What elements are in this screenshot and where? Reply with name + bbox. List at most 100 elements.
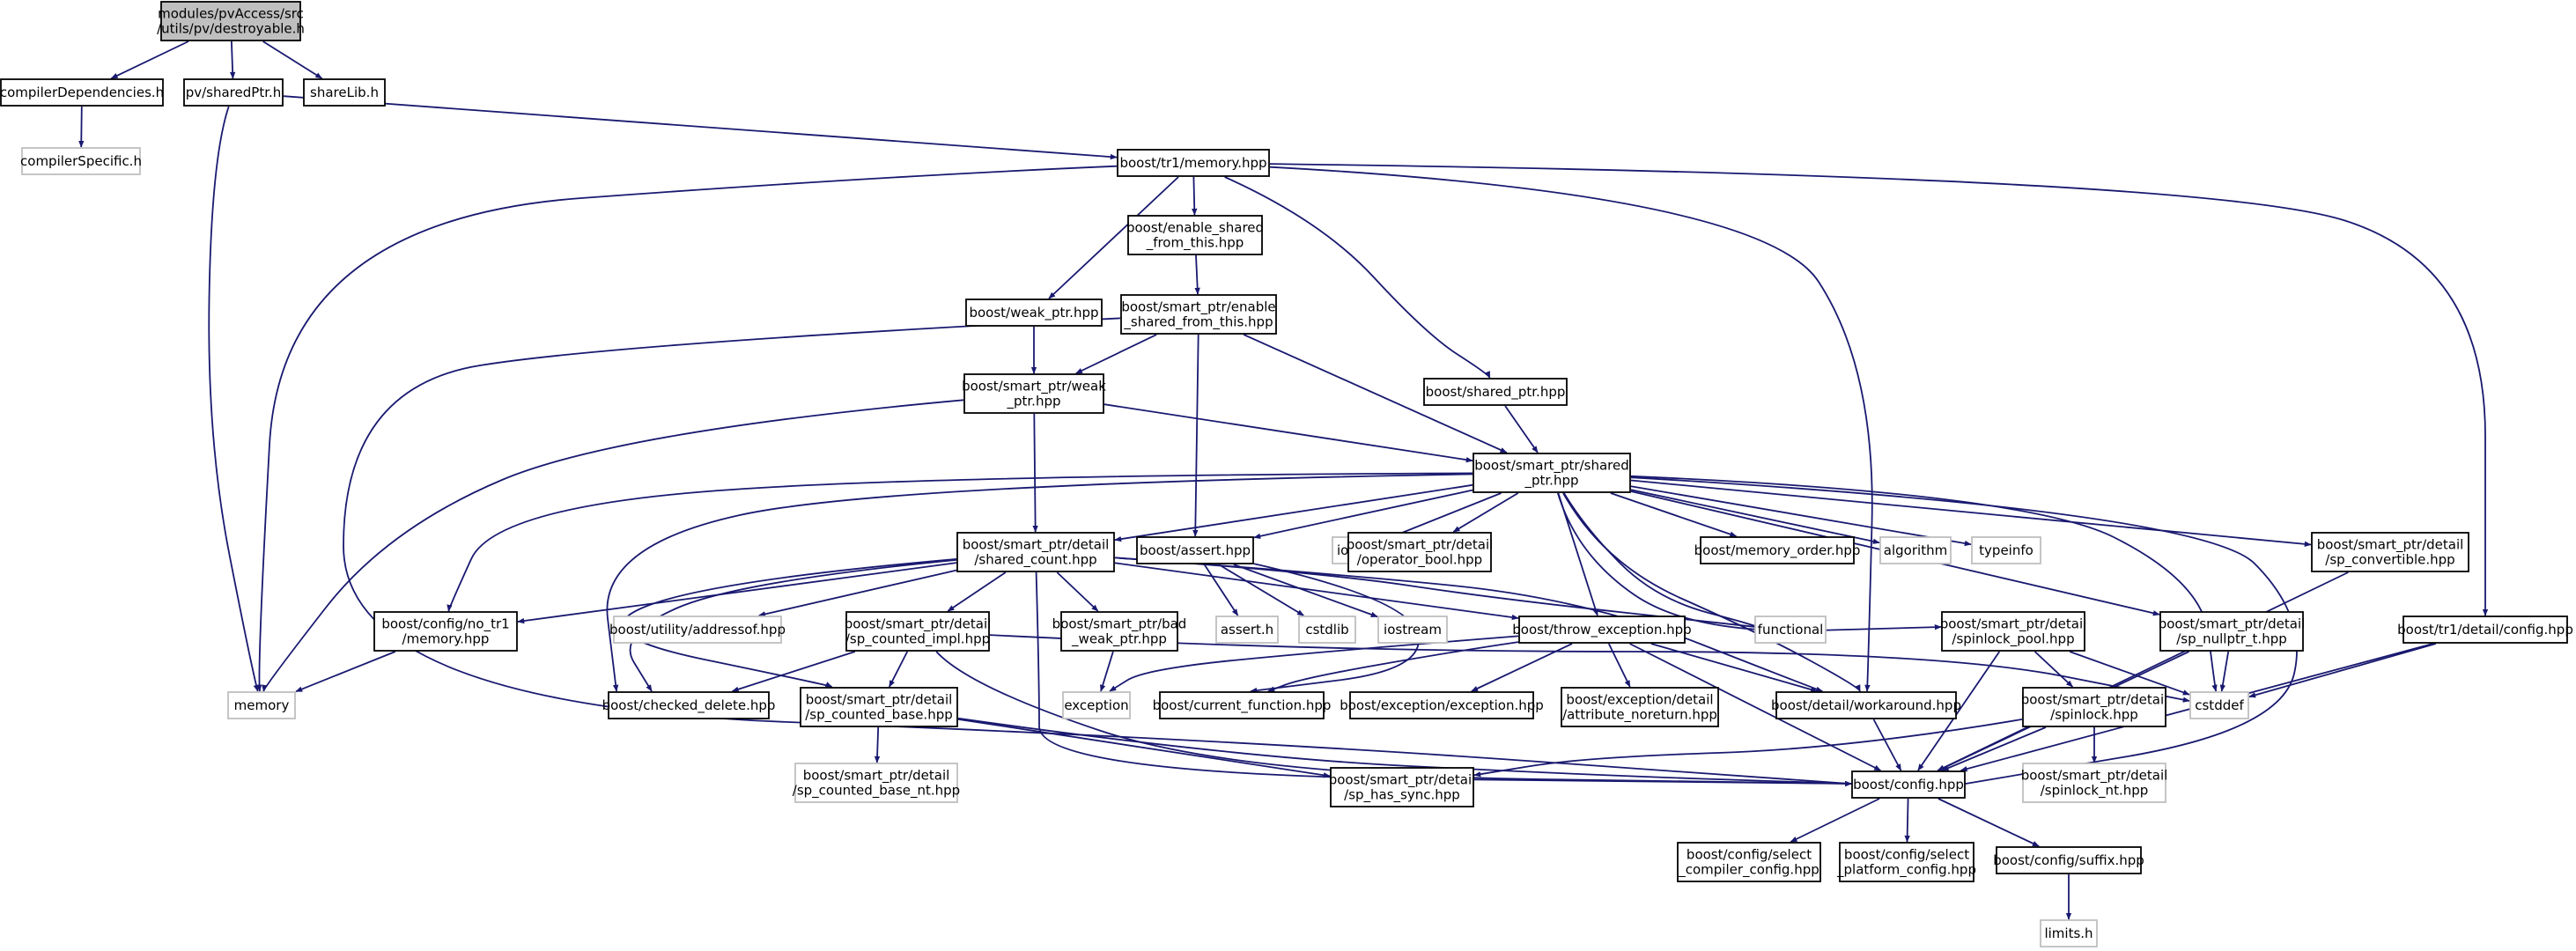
node-spinlock_pool[interactable]: boost/smart_ptr/detail/spinlock_pool.hpp (1940, 611, 2087, 652)
edge-tr1_memory-to-shared_ptr (1224, 176, 1491, 379)
node-label: _ptr.hpp (1524, 472, 1578, 489)
node-sp_shared_ptr[interactable]: boost/smart_ptr/shared_ptr.hpp (1473, 453, 1631, 493)
edge-sp_shared_ptr-to-checked_delete (606, 473, 1473, 692)
node-current_function[interactable]: boost/current_function.hpp (1153, 691, 1332, 719)
edge-sp_shared_ptr-to-memory_order (1610, 492, 1738, 537)
node-label: boost/shared_ptr.hpp (1426, 384, 1566, 401)
node-functional: functional (1754, 616, 1827, 644)
node-workaround[interactable]: boost/detail/workaround.hpp (1771, 691, 1961, 719)
node-select_compiler[interactable]: boost/config/select_compiler_config.hpp (1677, 842, 1821, 882)
node-label: /sp_convertible.hpp (2325, 551, 2454, 568)
node-bad_weak_ptr[interactable]: boost/smart_ptr/bad_weak_ptr.hpp (1052, 611, 1187, 652)
edge-sp_shared_ptr-to-assert (1253, 489, 1473, 540)
node-label: boost/tr1/detail/config.hpp (2397, 622, 2573, 638)
node-shared_ptr[interactable]: boost/shared_ptr.hpp (1423, 378, 1568, 406)
edge-sp_enable_shared-to-config (343, 317, 1852, 787)
node-shareLib[interactable]: shareLib.h (303, 78, 386, 107)
edge-sp_enable_shared-to-assert (1192, 334, 1199, 537)
node-label: /sp_counted_base_nt.hpp (793, 782, 960, 799)
edge-tr1_memory-to-memory (255, 165, 1118, 692)
node-typeinfo: typeinfo (1971, 536, 2041, 564)
node-weak_ptr[interactable]: boost/weak_ptr.hpp (965, 299, 1103, 327)
edge-spinlock_pool-to-spinlock (2033, 651, 2074, 688)
node-assert[interactable]: boost/assert.hpp (1136, 536, 1254, 564)
node-throw_exception[interactable]: boost/throw_exception.hpp (1512, 616, 1692, 644)
edge-shared_count-to-addressof (758, 569, 957, 617)
node-exception_hpp[interactable]: boost/exception/exception.hpp (1340, 691, 1544, 719)
node-label: memory (234, 697, 290, 713)
node-box (608, 691, 770, 719)
node-label: boost/config/select (1687, 846, 1812, 862)
node-box (2311, 532, 2469, 572)
node-sp_has_sync[interactable]: boost/smart_ptr/detail/sp_has_sync.hpp (1329, 767, 1476, 807)
edge-throw_exception-to-exception_hpp (1471, 643, 1573, 692)
node-spinlock[interactable]: boost/smart_ptr/detail/spinlock.hpp (2021, 687, 2168, 727)
edge-workaround-to-config (1872, 719, 1902, 771)
node-box (1941, 611, 2085, 652)
node-operator_bool[interactable]: boost/smart_ptr/detail/operator_bool.hpp (1347, 532, 1494, 572)
node-label: pv/sharedPtr.h (186, 85, 282, 100)
node-label: boost/smart_ptr/detail (1329, 771, 1476, 788)
node-box (2159, 611, 2304, 652)
node-sp_weak_ptr[interactable]: boost/smart_ptr/weak_ptr.hpp (962, 373, 1106, 414)
node-sp_enable_shared[interactable]: boost/smart_ptr/enable_shared_from_this.… (1120, 294, 1277, 335)
node-box (2022, 763, 2166, 803)
node-root[interactable]: modules/pvAccess/src/utils/pv/destroyabl… (157, 1, 305, 41)
node-label: iostream (1384, 622, 1442, 638)
edge-assert-to-assert_h (1203, 564, 1239, 616)
node-compilerDependencies[interactable]: compilerDependencies.h (0, 78, 164, 107)
node-label: /operator_bool.hpp (1357, 551, 1482, 568)
node-sp_nullptr_t[interactable]: boost/smart_ptr/detail/sp_nullptr_t.hpp (2159, 611, 2306, 652)
node-label: limits.h (2044, 925, 2093, 941)
node-config[interactable]: boost/config.hpp (1851, 770, 1966, 799)
node-exception: exception (1062, 691, 1131, 719)
edge-sp_shared_ptr-to-spinlock_pool (1557, 492, 1942, 632)
node-no_tr1_memory[interactable]: boost/config/no_tr1/memory.hpp (373, 611, 518, 652)
node-box (800, 687, 958, 727)
node-box (1775, 691, 1957, 719)
node-sp_counted_impl[interactable]: boost/smart_ptr/detail/sp_counted_impl.h… (845, 611, 992, 652)
node-label: boost/enable_shared (1126, 219, 1264, 236)
node-shared_count[interactable]: boost/smart_ptr/detail/shared_count.hpp (956, 532, 1115, 572)
node-label: /spinlock.hpp (2050, 706, 2138, 722)
node-label: boost/current_function.hpp (1153, 697, 1332, 714)
edge-spinlock_pool-to-cstddef (2069, 651, 2190, 696)
node-sp_counted_base[interactable]: boost/smart_ptr/detail/sp_counted_base.h… (800, 687, 958, 727)
node-label: boost/smart_ptr/detail (2317, 536, 2464, 553)
edge-config-to-select_compiler (1790, 798, 1880, 843)
node-tr1_memory[interactable]: boost/tr1/memory.hpp (1117, 149, 1270, 177)
edge-sp_counted_impl-to-checked_delete (731, 651, 856, 692)
node-box (2040, 919, 2098, 947)
edge-spinlock-to-config (1941, 726, 2047, 771)
node-box (1298, 616, 1356, 644)
node-label: compilerDependencies.h (0, 85, 164, 100)
node-label: boost/smart_ptr/detail (1347, 536, 1494, 553)
node-select_platform[interactable]: boost/config/select_platform_config.hpp (1836, 842, 1976, 882)
edge-root-to-sharedPtr (229, 41, 236, 79)
edge-sp_shared_ptr-to-typeinfo (1630, 485, 1972, 547)
node-label: boost/smart_ptr/detail (2021, 767, 2168, 784)
node-box (1062, 691, 1131, 719)
edge-sp_counted_impl-to-sp_counted_base (888, 651, 909, 688)
node-spinlock_nt: boost/smart_ptr/detail/spinlock_nt.hpp (2021, 763, 2168, 803)
node-attribute_noreturn[interactable]: boost/exception/detail/attribute_noretur… (1561, 687, 1719, 727)
node-box (1215, 616, 1279, 644)
edge-throw_exception-to-exception (1109, 635, 1519, 692)
node-limits: limits.h (2040, 919, 2098, 947)
node-tr1_config[interactable]: boost/tr1/detail/config.hpp (2397, 616, 2573, 644)
node-enable_shared[interactable]: boost/enable_shared_from_this.hpp (1126, 215, 1264, 255)
node-box (1839, 842, 1974, 882)
node-checked_delete[interactable]: boost/checked_delete.hpp (602, 691, 776, 719)
node-box (963, 373, 1104, 414)
node-box (1060, 611, 1178, 652)
node-sp_convertible[interactable]: boost/smart_ptr/detail/sp_convertible.hp… (2311, 532, 2469, 572)
node-algorithm: algorithm (1879, 536, 1952, 564)
node-suffix[interactable]: boost/config/suffix.hpp (1993, 846, 2144, 874)
node-sharedPtr[interactable]: pv/sharedPtr.h (183, 78, 284, 107)
edge-sp_shared_ptr-to-shared_count (1114, 483, 1473, 542)
node-box (1971, 536, 2041, 564)
edge-sp_counted_base-to-sp_has_sync (957, 718, 1331, 778)
node-label: /spinlock_pool.hpp (1952, 630, 2074, 647)
node-box (1851, 770, 1966, 799)
node-memory_order[interactable]: boost/memory_order.hpp (1694, 536, 1861, 564)
